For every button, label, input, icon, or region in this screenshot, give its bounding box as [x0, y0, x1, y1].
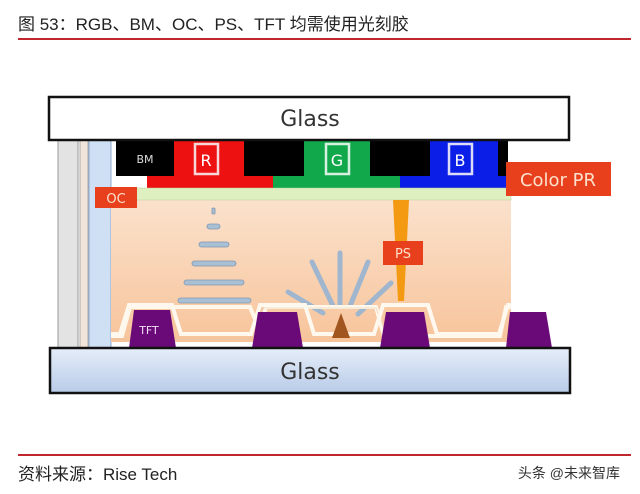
bm-label: BM	[136, 153, 153, 166]
bottom-glass	[48, 346, 572, 395]
figure-title: 图 53：RGB、BM、OC、PS、TFT 均需使用光刻胶	[18, 15, 409, 34]
top-glass-label: Glass	[280, 107, 340, 132]
svg-text:B: B	[455, 151, 466, 170]
tft-2	[252, 312, 303, 348]
pyramid-structure	[332, 313, 350, 338]
tft-1	[129, 310, 176, 348]
bottom-glass-label: Glass	[280, 360, 340, 385]
footer-divider	[18, 454, 631, 456]
svg-text:PS: PS	[395, 247, 411, 262]
tft-label: TFT	[138, 324, 159, 337]
source-note: 资料来源：Rise Tech	[18, 465, 178, 484]
g-badge: G	[324, 142, 351, 176]
top-glass	[47, 95, 571, 142]
tft-3	[380, 312, 430, 348]
tft-4	[506, 312, 552, 348]
side-seal	[57, 139, 112, 349]
lc-molecules-stack	[177, 207, 252, 304]
svg-text:Color PR: Color PR	[520, 170, 596, 191]
title-divider	[18, 38, 631, 40]
tft-array	[129, 310, 552, 348]
r-badge: R	[193, 142, 220, 176]
color-pr-label: Color PR	[506, 162, 611, 196]
svg-text:G: G	[331, 151, 343, 170]
svg-text:OC: OC	[106, 192, 125, 207]
b-badge: B	[447, 142, 474, 176]
alignment-layer	[111, 303, 511, 336]
overcoat-layer	[110, 187, 512, 201]
oc-label: OC	[95, 187, 137, 208]
watermark: 头条 @未来智库	[517, 465, 620, 481]
ps-label: PS	[383, 241, 423, 265]
svg-text:R: R	[200, 151, 211, 170]
